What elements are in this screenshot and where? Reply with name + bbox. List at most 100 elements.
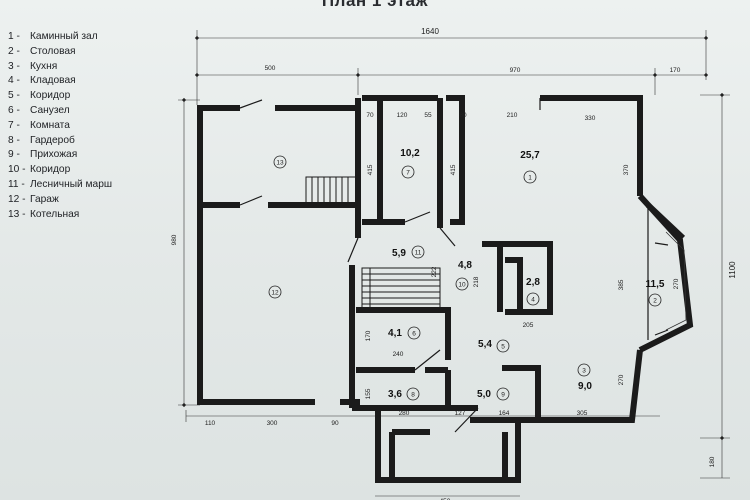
legend-item: 13 - Котельная — [8, 208, 112, 223]
plan-title: План 1 этаж — [321, 0, 429, 10]
room-marker-12 — [268, 285, 282, 299]
room-marker-1 — [523, 170, 537, 184]
dim-bottom-right-drop: 180 — [709, 456, 716, 467]
room-no-9: 9 — [501, 392, 505, 399]
legend-number: 8 - — [8, 134, 20, 146]
dim-218: 218 — [473, 276, 480, 287]
legend-room-name: Коридор — [30, 90, 71, 102]
legend-item: 11 -Лесничный марш — [8, 178, 112, 193]
dim-415a: 415 — [367, 164, 374, 175]
room-area-9: 5,0 — [477, 389, 491, 400]
legend-room-name: Котельная — [30, 208, 80, 220]
dim-270a: 270 — [673, 278, 680, 289]
room-no-2: 2 — [653, 298, 657, 305]
legend-item: 3 - Кухня — [8, 60, 112, 75]
legend-number: 5 - — [8, 90, 20, 102]
dim-300: 300 — [267, 420, 278, 427]
dim-305: 305 — [577, 410, 588, 417]
dim-bottom-porch: 450 — [440, 498, 451, 500]
legend-room-name: Кухня — [30, 60, 58, 72]
room-area-4: 2,8 — [526, 277, 540, 288]
dim-210: 210 — [507, 112, 518, 119]
room-no-1: 1 — [528, 175, 532, 182]
room-area-3: 9,0 — [578, 381, 592, 392]
dimension-ticks — [181, 35, 725, 441]
legend-number: 13 - — [8, 208, 26, 220]
legend-room-name: Прихожая — [30, 149, 78, 161]
legend-number: 3 - — [8, 60, 20, 72]
legend-room-name: Каминный зал — [30, 31, 98, 42]
room-marker-10 — [455, 277, 469, 291]
staircase-main — [361, 267, 441, 309]
dim-330: 330 — [585, 115, 596, 122]
legend-item: 5 - Коридор — [8, 89, 112, 104]
dim-110: 110 — [205, 420, 216, 427]
room-no-6: 6 — [412, 331, 416, 338]
dim-222: 222 — [431, 266, 438, 277]
legend-item: 8 - Гардероб — [8, 134, 112, 149]
room-area-7: 10,2 — [400, 148, 420, 159]
legend-room-name: Гараж — [30, 193, 59, 205]
room-legend: 1 - Каминный зал 2 - Столовая 3 - Кухня 4 -Кла… — [8, 30, 112, 222]
legend-number: 10 - — [8, 164, 26, 176]
room-no-7: 7 — [406, 170, 410, 177]
dim-80: 80 — [459, 112, 467, 119]
legend-item: 4 -Кладовая — [8, 74, 112, 89]
door-swings — [239, 98, 669, 433]
dim-top-left: 500 — [265, 65, 276, 72]
dim-370: 370 — [623, 164, 630, 175]
dim-205: 205 — [523, 322, 534, 329]
walls — [197, 95, 694, 483]
room-no-11: 11 — [415, 250, 422, 257]
dim-155: 155 — [365, 388, 372, 399]
room-no-10: 10 — [458, 282, 466, 289]
legend-number: 6 - — [8, 104, 20, 116]
dim-170: 170 — [365, 330, 372, 341]
room-area-2: 11,5 — [646, 279, 665, 290]
dim-overall-height: 1100 — [728, 261, 737, 279]
room-no-4: 4 — [531, 297, 535, 304]
dim-70: 70 — [366, 112, 374, 119]
dim-top-middle: 970 — [510, 67, 521, 74]
legend-room-name: Гардероб — [30, 134, 75, 146]
room-no-5: 5 — [501, 344, 505, 351]
dim-127: 127 — [455, 410, 466, 417]
dim-55: 55 — [424, 112, 432, 119]
room-marker-5 — [496, 339, 510, 353]
legend-room-name: Лесничный марш — [30, 178, 113, 190]
dim-270b: 270 — [618, 374, 625, 385]
legend-number: 1 - — [8, 31, 20, 42]
dim-280: 280 — [399, 410, 410, 417]
dim-164: 164 — [499, 410, 510, 417]
legend-item: 10 - Коридор — [8, 163, 112, 178]
dim-90: 90 — [331, 420, 339, 427]
legend-item: 1 - Каминный зал — [8, 30, 112, 45]
dim-top-right: 170 — [670, 67, 681, 74]
dim-385: 385 — [618, 279, 625, 290]
legend-number: 12 - — [8, 193, 26, 205]
room-area-5: 5,4 — [478, 339, 492, 350]
room-marker-2 — [648, 293, 662, 307]
room-area-1: 25,7 — [520, 150, 540, 161]
room-area-11: 5,9 — [392, 248, 406, 259]
room-no-12: 12 — [271, 290, 279, 297]
legend-room-name: Коридор — [30, 164, 71, 176]
dim-120: 120 — [397, 112, 408, 119]
bay-window — [665, 231, 687, 331]
legend-item: 2 - Столовая — [8, 45, 112, 60]
room-marker-9 — [496, 387, 510, 401]
legend-number: 2 - — [8, 45, 20, 57]
room-no-3: 3 — [582, 368, 586, 375]
room-marker-6 — [407, 326, 421, 340]
legend-number: 7 - — [8, 119, 20, 131]
room-area-6: 4,1 — [388, 328, 402, 339]
room-no-13: 13 — [276, 160, 284, 167]
dim-left-height: 980 — [171, 234, 178, 245]
dim-overall-width: 1640 — [421, 27, 439, 36]
dim-415b: 415 — [450, 164, 457, 175]
legend-room-name: Столовая — [30, 45, 76, 57]
legend-room-name: Санузел — [30, 104, 70, 116]
staircase-upper — [305, 176, 357, 206]
